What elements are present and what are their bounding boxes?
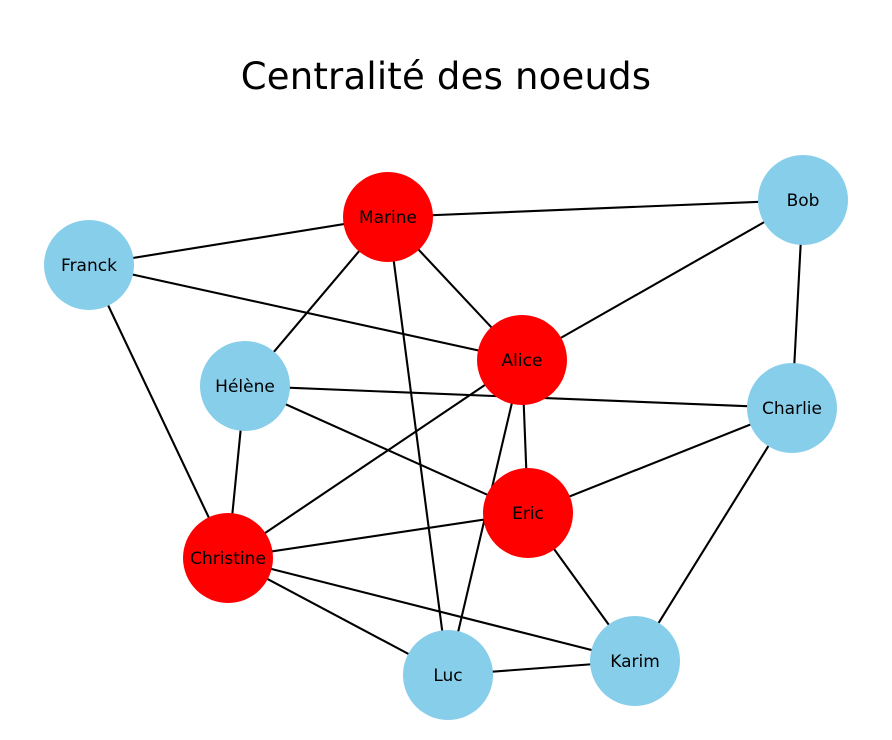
graph-node-luc[interactable]: Luc: [403, 630, 493, 720]
node-circle[interactable]: [590, 616, 680, 706]
node-circle[interactable]: [483, 468, 573, 558]
graph-node-charlie[interactable]: Charlie: [747, 363, 837, 453]
graph-node-helene[interactable]: Hélène: [200, 341, 290, 431]
graph-node-karim[interactable]: Karim: [590, 616, 680, 706]
graph-edge: [87, 263, 524, 362]
node-circle[interactable]: [343, 172, 433, 262]
graph-edge: [226, 556, 637, 663]
node-circle[interactable]: [44, 220, 134, 310]
node-circle[interactable]: [477, 315, 567, 405]
graph-node-eric[interactable]: Eric: [483, 468, 573, 558]
graph-edge: [386, 215, 450, 677]
node-circle[interactable]: [403, 630, 493, 720]
graph-edge: [243, 384, 530, 515]
edges-layer: [87, 198, 805, 677]
node-circle[interactable]: [758, 155, 848, 245]
graph-node-alice[interactable]: Alice: [477, 315, 567, 405]
page-title: Centralité des noeuds: [240, 55, 652, 98]
graph-edge: [87, 263, 230, 560]
graph-node-bob[interactable]: Bob: [758, 155, 848, 245]
graph-edge: [520, 198, 805, 362]
graph-edge: [226, 358, 524, 560]
graph-node-christine[interactable]: Christine: [183, 513, 273, 603]
graph-edge: [87, 215, 390, 267]
graph-edge: [633, 406, 794, 663]
graph-edge: [386, 198, 805, 219]
graph-edge: [526, 406, 794, 515]
graph-node-marine[interactable]: Marine: [343, 172, 433, 262]
node-circle[interactable]: [183, 513, 273, 603]
node-circle[interactable]: [747, 363, 837, 453]
node-circle[interactable]: [200, 341, 290, 431]
graph-edge: [226, 511, 530, 560]
graph-node-franck[interactable]: Franck: [44, 220, 134, 310]
